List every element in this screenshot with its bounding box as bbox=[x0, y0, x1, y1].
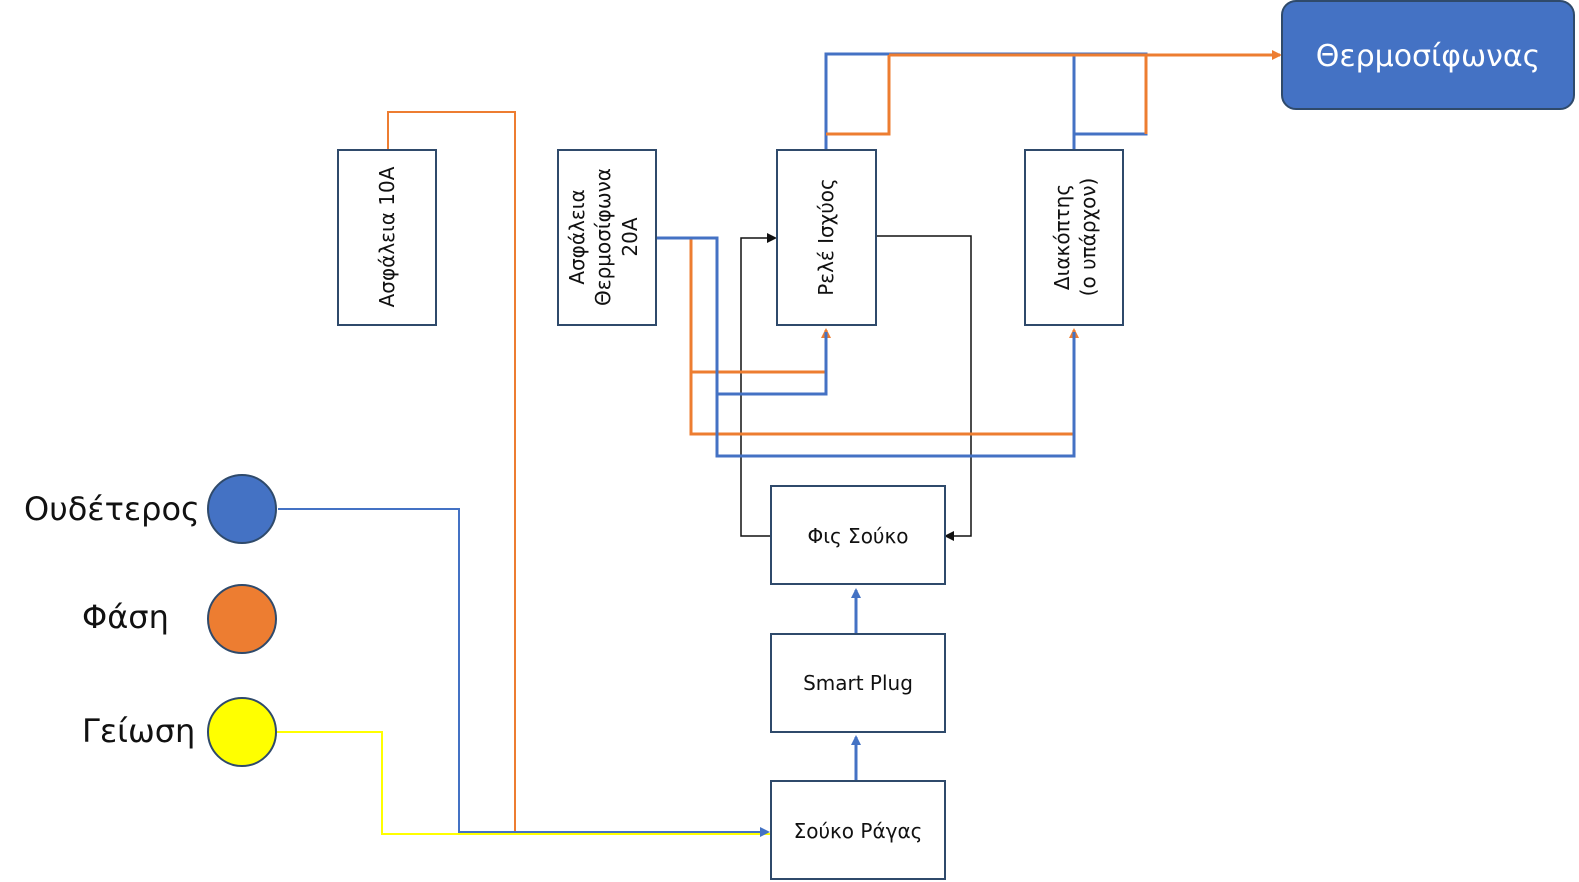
fuse-20a-label-line2: Θερμοσίφωνα bbox=[591, 168, 615, 306]
plug-socket-label: Φις Σούκο bbox=[807, 524, 908, 548]
switch-label: Διακόπτης (ο υπάρχον) bbox=[1050, 178, 1100, 297]
legend-ground-circle bbox=[207, 697, 277, 767]
neutral-wire-relay-top bbox=[824, 52, 1148, 150]
fuse-10a-box bbox=[337, 149, 437, 326]
switch-label-line1: Διακόπτης bbox=[1050, 184, 1074, 290]
plug-socket-box bbox=[770, 485, 946, 585]
legend-neutral-label: Ουδέτερος bbox=[24, 490, 200, 528]
signal-wire-to-relay bbox=[740, 233, 777, 537]
phase-wire-relay-top bbox=[826, 55, 891, 136]
legend-neutral-circle bbox=[207, 474, 277, 544]
neutral-wire-fuse20-switch bbox=[715, 332, 1076, 458]
fuse-20a-label-line3: 20Α bbox=[618, 217, 642, 256]
heater-box bbox=[1281, 0, 1575, 110]
power-relay-box bbox=[776, 149, 877, 326]
rail-socket-label: Σούκο Ράγας bbox=[794, 819, 923, 843]
switch-box bbox=[1024, 149, 1124, 326]
fuse-10a-label: Ασφάλεια 10Α bbox=[375, 166, 399, 307]
fuse-20a-label: Ασφάλεια Θερμοσίφωνα 20Α bbox=[565, 168, 642, 306]
phase-wire-to-heater bbox=[889, 55, 1280, 134]
smart-plug-box bbox=[770, 633, 946, 733]
neutral-wire-input bbox=[278, 508, 770, 837]
fuse-20a-label-line1: Ασφάλεια bbox=[565, 189, 589, 284]
legend-phase-circle bbox=[207, 584, 277, 654]
legend-phase-label: Φάση bbox=[82, 598, 169, 636]
rail-socket-box bbox=[770, 780, 946, 880]
heater-label: Θερμοσίφωνας bbox=[1316, 39, 1541, 74]
phase-wire-fuse10 bbox=[387, 111, 516, 831]
switch-label-line2: (ο υπάρχον) bbox=[1076, 178, 1100, 297]
phase-wire-fuse20-switch bbox=[689, 328, 1079, 436]
legend-ground-label: Γείωση bbox=[82, 712, 195, 750]
smart-plug-label: Smart Plug bbox=[803, 671, 913, 695]
fuse-20a-box bbox=[557, 149, 657, 326]
ground-wire bbox=[277, 731, 770, 835]
signal-wire-from-relay bbox=[877, 235, 972, 541]
power-relay-label: Ρελέ Ισχύος bbox=[814, 178, 838, 296]
